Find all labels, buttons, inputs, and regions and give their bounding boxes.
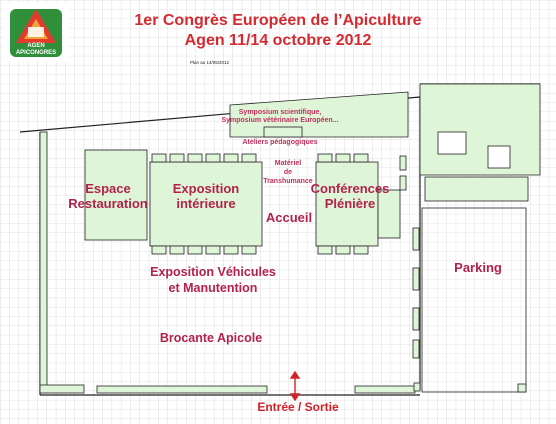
espace-label-line-1: Espace [85, 181, 131, 196]
symposium-stage [263, 126, 303, 138]
conf-label-line-2: Plénière [324, 195, 376, 211]
parking-label: Parking [454, 260, 502, 275]
logo-text: AGEN APICONGRES [4, 43, 68, 57]
parking-enclosure [421, 207, 527, 393]
conf-label-line-1: Conférences [310, 181, 390, 196]
stands-right [399, 155, 421, 392]
espace-restauration-label: Espace Restauration [64, 181, 152, 212]
south-strip-left [39, 384, 85, 394]
materiel-label-line-3: Transhumance [263, 178, 313, 185]
symposium-label-line-2: Symposium vétérinaire Européen... [221, 117, 339, 125]
plan-date: Plan au 14/05/2012 [190, 60, 230, 65]
east-box-1 [437, 131, 467, 155]
conferences-annex [377, 189, 401, 239]
symposium-label: Symposium scientifique, Symposium vétéri… [200, 109, 360, 125]
conferences-building [315, 161, 379, 247]
stands-bottom [151, 245, 369, 255]
south-strip-mid [96, 385, 268, 394]
stands-top [151, 153, 369, 163]
symposium-building [229, 91, 409, 138]
east-box-2 [487, 145, 511, 169]
entrance-arrow-icon [289, 370, 301, 402]
materiel-label: Matériel de Transhumance [258, 159, 318, 186]
brocante-apicole-label: Brocante Apicole [159, 331, 263, 345]
accueil-label: Accueil [265, 210, 313, 225]
espace-restauration-building [84, 149, 148, 241]
agen-apicongres-logo-icon [4, 3, 68, 61]
parking-post [517, 383, 527, 393]
expo-int-label-line-2: intérieure [176, 195, 236, 211]
materiel-label-line-2: de [283, 169, 293, 176]
conferences-label: Conférences Plénière [304, 181, 396, 212]
exposition-interieure-building [149, 161, 263, 247]
espace-label-line-2: Restauration [68, 195, 148, 211]
vehicules-label-line-2: et Manutention [168, 281, 258, 295]
symposium-label-line-1: Symposium scientifique, [238, 109, 322, 116]
exposition-interieure-label: Exposition intérieure [156, 181, 256, 212]
materiel-label-line-1: Matériel [274, 160, 302, 167]
ateliers-label: Ateliers pédagogiques [242, 139, 318, 146]
logo-text-line-2: APICONGRES [15, 50, 57, 56]
east-block [424, 176, 529, 202]
south-strip-right [354, 385, 416, 394]
expo-int-label-line-1: Exposition [172, 181, 240, 196]
entree-sortie-label: Entrée / Sortie [257, 400, 339, 414]
page-title-line-1: 1er Congrès Européen de l’Apiculture [134, 12, 422, 29]
logo-text-line-1: AGEN [27, 43, 45, 49]
east-building [419, 83, 541, 176]
page-title-line-2: Agen 11/14 octobre 2012 [184, 32, 372, 49]
west-strip [39, 131, 48, 388]
exposition-vehicules-label: Exposition Véhicules et Manutention [128, 264, 298, 296]
vehicules-label-line-1: Exposition Véhicules [150, 265, 276, 279]
